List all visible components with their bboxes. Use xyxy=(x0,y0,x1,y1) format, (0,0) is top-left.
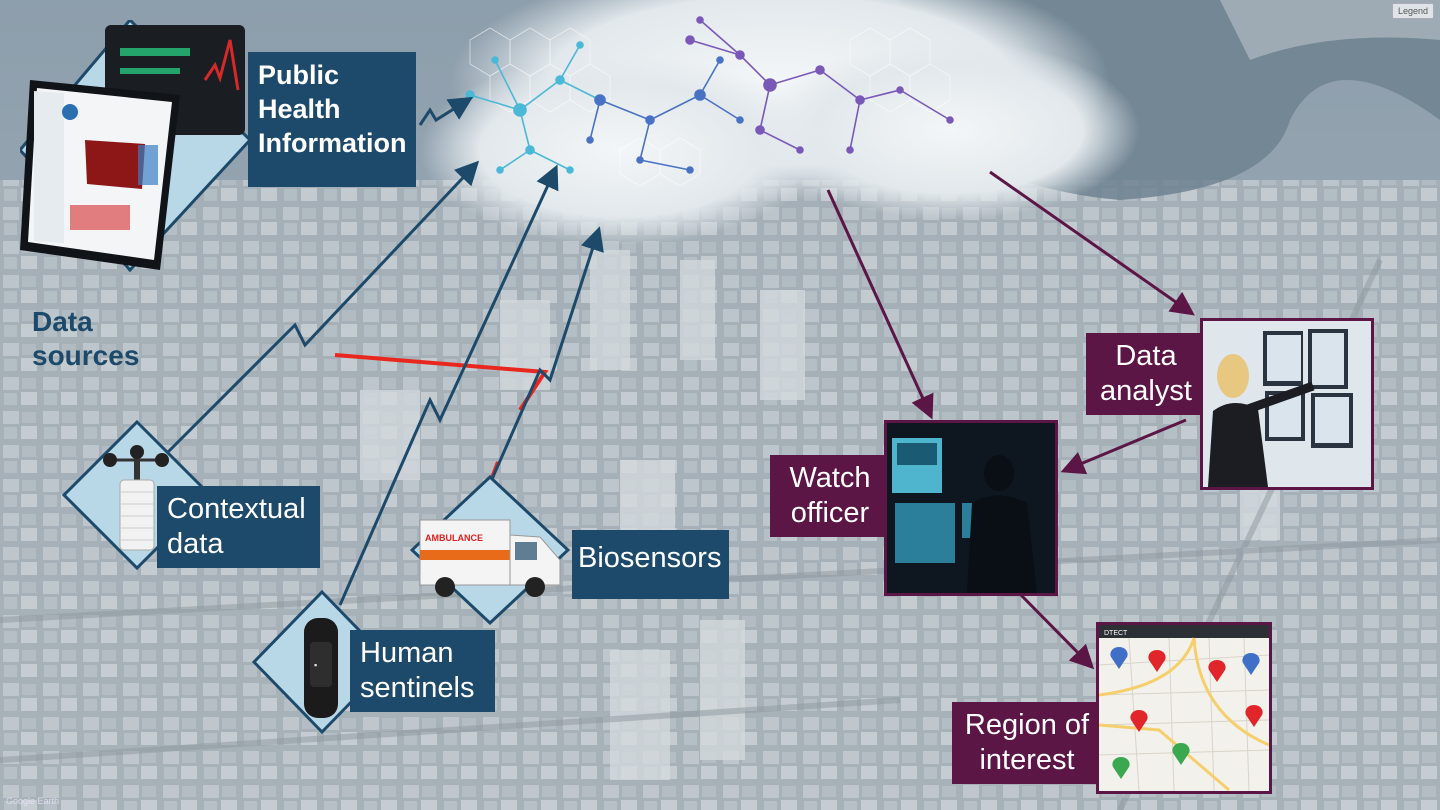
region-map-image: DTECT xyxy=(1096,622,1272,794)
contextual-data-label: Contextual data xyxy=(157,486,320,568)
watch-officer-photo xyxy=(884,420,1058,596)
svg-text:▪: ▪ xyxy=(314,660,317,670)
legend-button[interactable]: Legend xyxy=(1391,3,1434,19)
data-analyst-photo xyxy=(1200,318,1374,490)
data-sources-title: Data sources xyxy=(32,306,140,371)
region-of-interest-label: Region of interest xyxy=(952,702,1102,784)
map-app-brand: DTECT xyxy=(1104,630,1128,637)
public-health-information-label: Public Health Information xyxy=(248,52,416,187)
human-sentinels-label: Human sentinels xyxy=(350,630,495,712)
ambulance-text: AMBULANCE xyxy=(425,533,483,543)
ambulance-image: AMBULANCE xyxy=(410,475,570,625)
dashboard-tablet-image xyxy=(20,20,250,273)
watch-officer-label: Watch officer xyxy=(770,455,890,537)
map-pins xyxy=(1110,647,1263,779)
data-analyst-label: Data analyst xyxy=(1086,333,1206,415)
biosensors-label: Biosensors xyxy=(572,530,729,599)
network-graph xyxy=(465,16,954,174)
map-watermark: Google Earth xyxy=(6,796,60,806)
